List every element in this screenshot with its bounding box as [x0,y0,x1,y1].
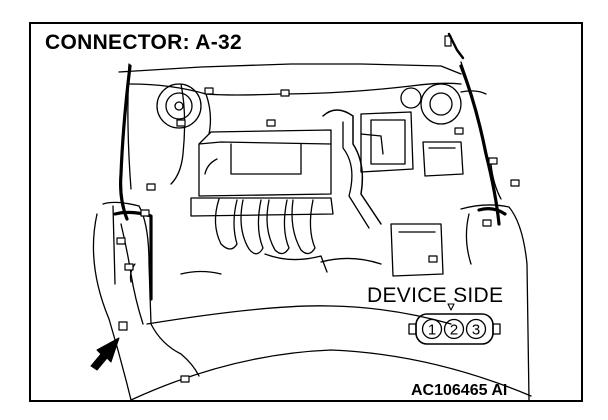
connector-pin-3 [465,318,487,340]
right-strut-tower [420,83,462,125]
left-fender [92,213,132,400]
engine-bay-illustration: 1 2 3 [90,32,532,400]
engine-cover [198,141,332,197]
location-arrow-icon [90,337,120,371]
diagram-frame: 1 2 3 CONNECTOR: A-32 DEVICE SIDE AC1064… [29,22,583,402]
air-cleaner [360,111,414,173]
intake-hose [322,109,382,225]
hood-outline [118,63,462,75]
device-side-label: DEVICE SIDE [367,284,504,307]
battery [422,141,464,177]
connector-pin-2 [443,318,465,340]
connector-pin-1 [421,318,443,340]
left-strut-tower [156,83,202,129]
connector-face-icon: 1 2 3 [408,303,501,345]
pin-label-2: 2 [450,322,458,339]
pin-label-3: 3 [472,322,480,339]
pin-label-1: 1 [428,322,436,339]
figure-code: AC106465 AI [411,382,508,399]
right-fender [460,204,530,400]
wiring-harness [113,64,507,301]
connector-title: CONNECTOR: A-32 [45,31,243,54]
